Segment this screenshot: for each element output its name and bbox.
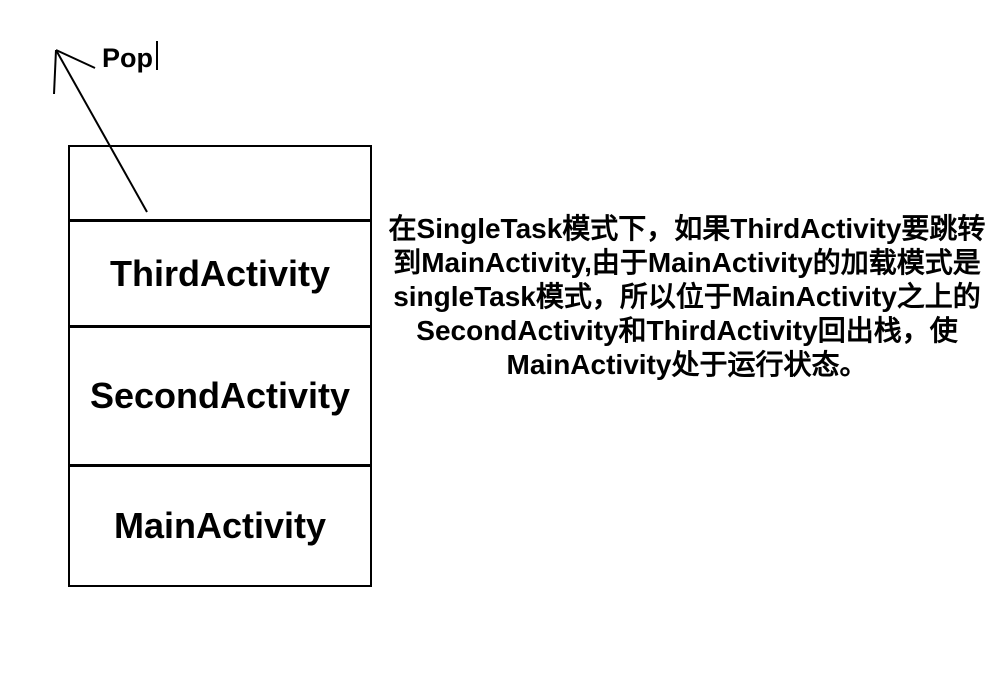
pop-arrow-barb-right <box>55 49 96 69</box>
stack-row-secondactivity: SecondActivity <box>70 325 370 464</box>
stack-row-thirdactivity: ThirdActivity <box>70 219 370 325</box>
description-line: singleTask模式，所以位于MainActivity之上的 <box>393 281 981 312</box>
description-line: SecondActivity和ThirdActivity回出栈，使 <box>416 315 958 346</box>
description-line: MainActivity处于运行状态。 <box>506 349 868 380</box>
description-line: 到MainActivity,由于MainActivity的加载模式是 <box>393 247 981 278</box>
stack-row-empty <box>70 147 370 219</box>
pop-arrow-barb-left <box>53 49 57 95</box>
description-text: 在SingleTask模式下，如果ThirdActivity要跳转 到MainA… <box>382 212 992 382</box>
stack-row-mainactivity: MainActivity <box>70 464 370 585</box>
pop-label[interactable]: Pop <box>102 43 153 73</box>
stack-row-label: MainActivity <box>113 505 327 546</box>
stack-row-label: SecondActivity <box>89 375 351 416</box>
text-caret <box>156 41 158 70</box>
description-line: 在SingleTask模式下，如果ThirdActivity要跳转 <box>388 213 986 244</box>
activity-stack: ThirdActivity SecondActivity MainActivit… <box>68 145 372 587</box>
stack-row-label: ThirdActivity <box>109 252 331 294</box>
